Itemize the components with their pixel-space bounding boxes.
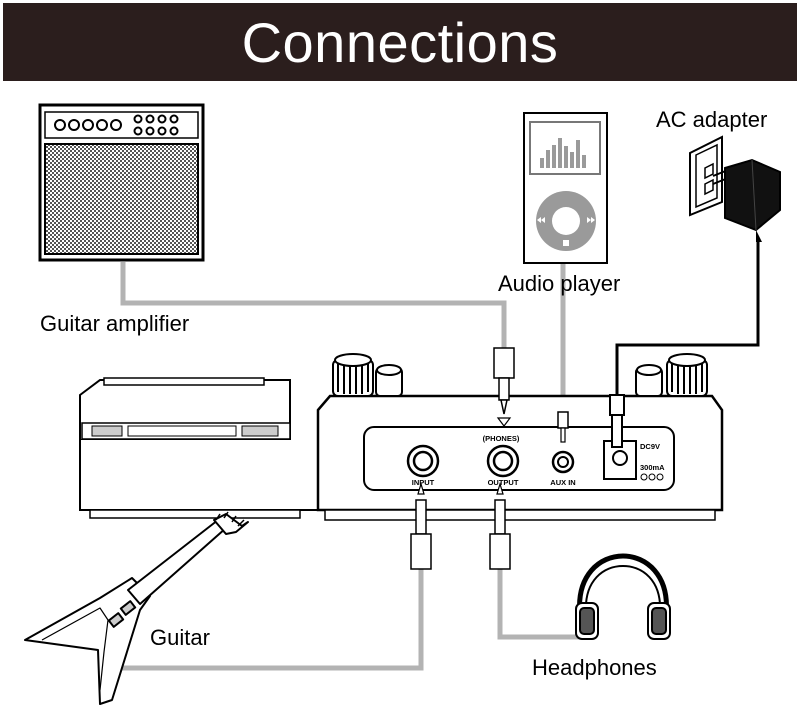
headphones-cable xyxy=(497,569,590,640)
ac-adapter xyxy=(689,135,781,242)
headphones-label: Headphones xyxy=(532,655,657,680)
equalizer-icon xyxy=(540,138,586,168)
guitar-label: Guitar xyxy=(150,625,210,650)
audio-player-label: Audio player xyxy=(498,271,620,296)
guitar-amplifier-label: Guitar amplifier xyxy=(40,311,189,336)
ac-adapter-cable xyxy=(615,240,760,395)
aux-in-jack-icon xyxy=(551,450,575,474)
output-label: OUTPUT xyxy=(488,478,519,487)
audio-player xyxy=(523,112,608,264)
current-label: 300mA xyxy=(640,463,665,472)
aux-plug xyxy=(557,411,569,443)
dc-plug xyxy=(609,394,625,448)
guitar-plug xyxy=(410,481,432,570)
right-knob-icon xyxy=(666,353,708,397)
aux-in-label: AUX IN xyxy=(550,478,575,487)
ac-adapter-label: AC adapter xyxy=(656,107,767,132)
polarity-icon xyxy=(640,473,664,481)
output-jack-icon xyxy=(486,444,520,478)
guitar-cable xyxy=(110,569,424,671)
input-jack-icon xyxy=(406,444,440,478)
guitar-icon xyxy=(24,511,249,705)
left-knob-icon xyxy=(332,353,374,397)
headphones-plug xyxy=(489,481,511,570)
input-label: INPUT xyxy=(412,478,435,487)
dc-label: DC9V xyxy=(640,442,660,451)
amp-cable xyxy=(120,262,507,348)
left-button-icon xyxy=(375,364,403,397)
guitar-amplifier xyxy=(38,103,205,262)
amp-plug xyxy=(493,347,515,427)
right-button-icon xyxy=(635,364,663,397)
phones-label: (PHONES) xyxy=(483,434,520,443)
cables xyxy=(110,262,590,671)
headphones-icon xyxy=(575,553,671,640)
title-banner: Connections xyxy=(3,3,797,81)
multi-effects-pedal: (PHONES) INPUT OUTPUT AUX IN DC9V 300mA xyxy=(79,353,724,521)
page-title: Connections xyxy=(241,10,559,74)
